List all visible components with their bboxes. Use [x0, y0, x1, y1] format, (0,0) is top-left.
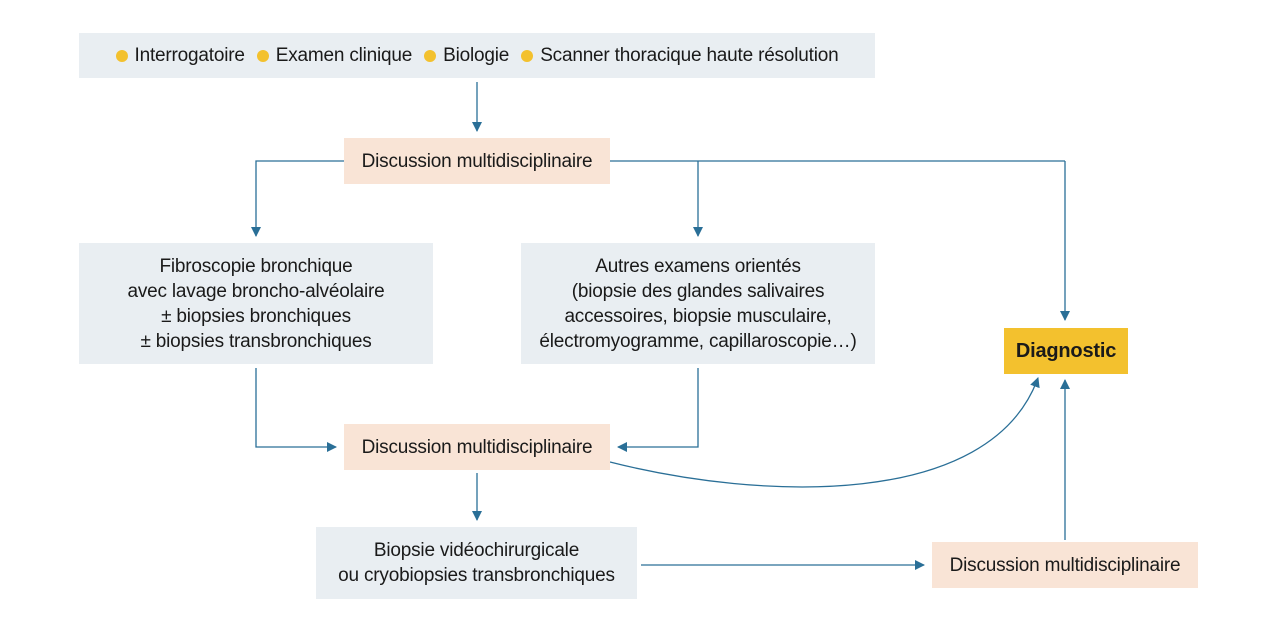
- node-line: ± biopsies transbronchiques: [140, 330, 372, 352]
- workup-item-label: Biologie: [443, 45, 510, 66]
- workup-item-label: Examen clinique: [275, 45, 413, 66]
- node-line: ou cryobiopsies transbronchiques: [338, 565, 615, 586]
- other-exams-box: Autres examens orientés (biopsie des gla…: [521, 243, 875, 364]
- workup-item-label: Scanner thoracique haute résolution: [540, 45, 839, 66]
- fibroscopy-box: Fibroscopie bronchique avec lavage bronc…: [79, 243, 433, 364]
- multidisciplinary-discussion-3: Discussion multidisciplinaire: [932, 542, 1198, 588]
- workup-item: Examen clinique: [256, 43, 413, 68]
- workup-item-label: Interrogatoire: [134, 45, 245, 66]
- node-line: électromyogramme, capillaroscopie…): [539, 330, 857, 352]
- node-line: (biopsie des glandes salivaires: [571, 280, 825, 302]
- workup-item: Interrogatoire: [115, 43, 245, 68]
- arrow-fibro-to-dmd2: [255, 368, 337, 452]
- node-line: Autres examens orientés: [595, 255, 801, 277]
- node-line: avec lavage broncho-alvéolaire: [127, 280, 385, 302]
- bullet-dot-icon: [115, 49, 128, 62]
- workup-item: Scanner thoracique haute résolution: [521, 43, 839, 68]
- initial-workup-box: Interrogatoire Examen clinique Biologie …: [79, 33, 875, 78]
- node-line: accessoires, biopsie musculaire,: [564, 305, 832, 327]
- diagnosis-box: Diagnostic: [1004, 328, 1128, 374]
- surgical-biopsy-box: Biopsie vidéochirurgicale ou cryobiopsie…: [316, 527, 637, 599]
- node-line: Biopsie vidéochirurgicale: [373, 540, 580, 561]
- multidisciplinary-discussion-2: Discussion multidisciplinaire: [344, 424, 610, 470]
- multidisciplinary-discussion-1: Discussion multidisciplinaire: [344, 138, 610, 184]
- node-label: Diagnostic: [1015, 339, 1117, 362]
- arrow-dmd2-to-diagnostic: [609, 377, 1040, 488]
- workup-item: Biologie: [424, 43, 509, 68]
- node-line: ± biopsies bronchiques: [161, 305, 351, 327]
- bullet-dot-icon: [521, 49, 534, 62]
- node-label: Discussion multidisciplinaire: [361, 150, 593, 172]
- bullet-dot-icon: [256, 49, 269, 62]
- arrow-autres-to-dmd2: [617, 368, 699, 452]
- node-line: Fibroscopie bronchique: [159, 255, 353, 277]
- arrow-dmd1-to-fibro: [251, 160, 344, 237]
- node-label: Discussion multidisciplinaire: [361, 436, 593, 458]
- node-label: Discussion multidisciplinaire: [949, 554, 1181, 576]
- bullet-dot-icon: [424, 49, 437, 62]
